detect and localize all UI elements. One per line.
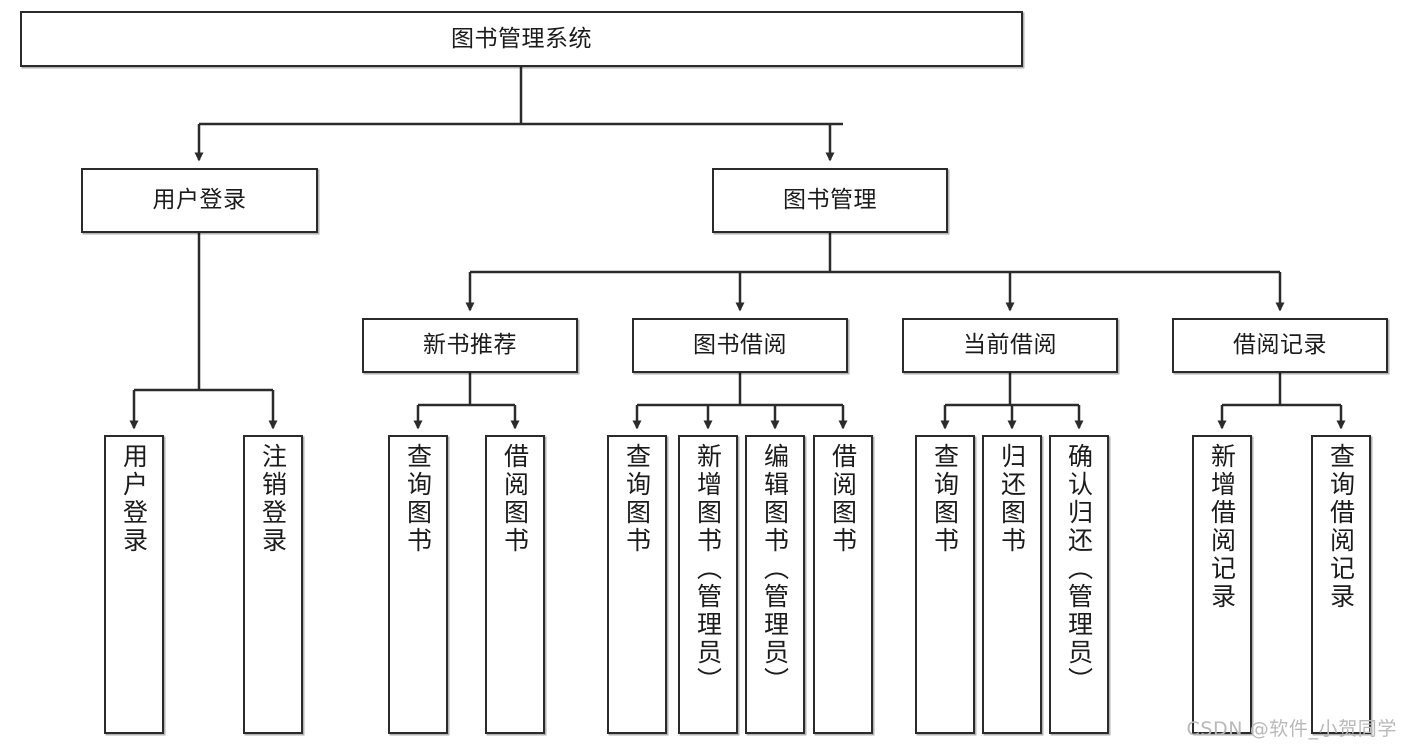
node-new-book-recommend[interactable]: 新书推荐 [362,318,578,373]
node-leaf-confirm-return-label: 确认归还（管理员） [1064,443,1094,695]
node-leaf-borrow-book-1[interactable]: 借阅图书 [485,435,545,734]
edge-group-book-borrow [632,373,848,430]
node-root-label: 图书管理系统 [451,25,592,52]
edge-group-user-login [129,233,278,430]
node-leaf-confirm-return[interactable]: 确认归还（管理员） [1049,435,1109,734]
edge-group-current-borrow [940,373,1084,430]
node-user-login-label: 用户登录 [152,187,247,214]
node-leaf-query-book-2-label: 查询图书 [622,443,652,555]
node-leaf-return-book-label: 归还图书 [997,443,1027,555]
node-leaf-add-record[interactable]: 新增借阅记录 [1192,435,1252,734]
node-leaf-user-login[interactable]: 用户登录 [104,435,164,734]
watermark: CSDN @软件_小贺同学 [1186,718,1397,740]
node-borrow-record-label: 借阅记录 [1233,332,1327,359]
node-leaf-logout-label: 注销登录 [258,443,288,555]
node-leaf-user-login-label: 用户登录 [119,443,149,555]
node-leaf-query-book-1[interactable]: 查询图书 [388,435,448,734]
node-leaf-edit-book-label: 编辑图书（管理员） [760,443,790,695]
node-book-borrow[interactable]: 图书借阅 [632,318,848,373]
node-leaf-query-book-1-label: 查询图书 [403,443,433,555]
node-leaf-add-record-label: 新增借阅记录 [1207,443,1237,611]
node-leaf-add-book-label: 新增图书（管理员） [693,443,723,695]
node-book-management-label: 图书管理 [783,187,877,214]
node-leaf-query-book-3[interactable]: 查询图书 [915,435,975,734]
node-leaf-query-book-3-label: 查询图书 [930,443,960,555]
node-leaf-borrow-book-2-label: 借阅图书 [828,443,858,555]
node-leaf-logout[interactable]: 注销登录 [243,435,303,734]
node-new-book-recommend-label: 新书推荐 [423,332,517,359]
node-root[interactable]: 图书管理系统 [20,11,1023,67]
edge-group-book-management [465,233,1285,312]
node-leaf-query-record[interactable]: 查询借阅记录 [1311,435,1371,734]
node-leaf-return-book[interactable]: 归还图书 [982,435,1042,734]
node-current-borrow[interactable]: 当前借阅 [902,318,1118,373]
node-book-management[interactable]: 图书管理 [712,168,948,233]
node-leaf-add-book[interactable]: 新增图书（管理员） [678,435,738,734]
node-leaf-query-record-label: 查询借阅记录 [1326,443,1356,611]
node-borrow-record[interactable]: 借阅记录 [1172,318,1388,373]
node-book-borrow-label: 图书借阅 [693,332,787,359]
node-leaf-borrow-book-1-label: 借阅图书 [500,443,530,555]
node-leaf-edit-book[interactable]: 编辑图书（管理员） [745,435,805,734]
node-current-borrow-label: 当前借阅 [963,332,1057,359]
edge-group-borrow-record [1217,373,1346,430]
edge-group-root [194,67,843,162]
node-leaf-query-book-2[interactable]: 查询图书 [607,435,667,734]
node-leaf-borrow-book-2[interactable]: 借阅图书 [813,435,873,734]
node-user-login[interactable]: 用户登录 [81,168,318,233]
edge-group-new-book-recommend [413,373,520,430]
